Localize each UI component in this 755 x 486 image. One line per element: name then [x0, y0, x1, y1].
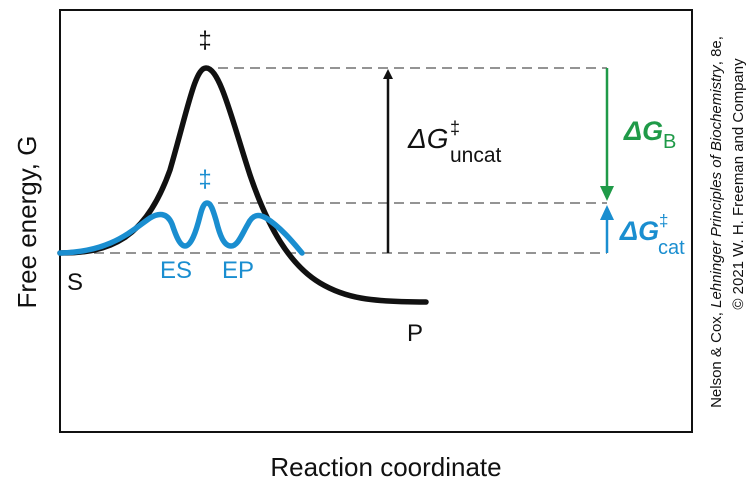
catalyzed-reaction-curve: [57, 200, 305, 256]
substrate-label: S: [67, 269, 83, 296]
cat-delta: ΔG: [619, 216, 659, 246]
cat-activation-arrowhead: [600, 205, 614, 220]
credit-suffix: , 8e,: [708, 36, 725, 65]
uncat-sub: uncat: [450, 144, 502, 167]
binding-energy-arrowhead: [600, 186, 614, 201]
plot-frame: [59, 9, 693, 433]
ep-label: EP: [222, 257, 254, 284]
cat-sup: ‡: [659, 211, 668, 230]
cat-transition-state-mark: ‡: [198, 166, 211, 193]
uncat-transition-state-mark: ‡: [198, 27, 211, 54]
binding-energy-label: ΔG B: [623, 116, 676, 153]
credit-line-2: © 2021 W. H. Freeman and Company: [730, 58, 747, 310]
uncat-delta: ΔG: [407, 123, 449, 154]
uncat-sup: ‡: [450, 118, 460, 138]
uncat-energy-label: ΔG ‡ uncat: [407, 109, 502, 167]
credit-prefix: Nelson & Cox,: [708, 308, 725, 408]
cat-energy-label: ΔG ‡ cat: [619, 202, 685, 259]
product-label: P: [407, 320, 423, 347]
binding-delta: ΔG: [623, 116, 663, 146]
binding-sub: B: [663, 131, 676, 153]
y-axis-label: Free energy, G: [12, 136, 42, 309]
credit-line-1: Nelson & Cox, Lehninger Principles of Bi…: [708, 36, 725, 408]
uncatalyzed-reaction-curve: [57, 65, 429, 305]
cat-sub: cat: [658, 237, 685, 259]
es-label: ES: [160, 257, 192, 284]
x-axis-label: Reaction coordinate: [270, 452, 501, 482]
credit-title: Lehninger Principles of Biochemistry: [708, 64, 725, 308]
